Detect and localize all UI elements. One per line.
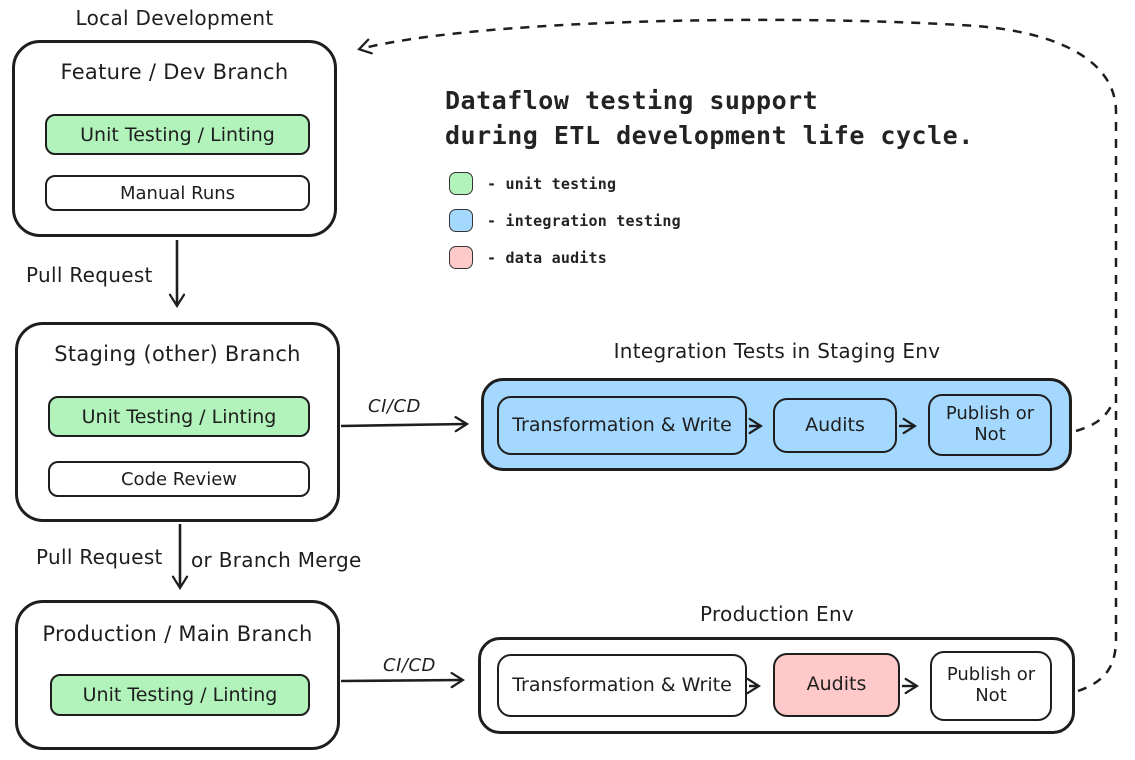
legend-label: - data audits xyxy=(487,248,607,267)
cicd-arrow-2 xyxy=(340,680,462,681)
unit-testing-step: Unit Testing / Linting xyxy=(48,396,310,437)
publish-or-not-line2: Not xyxy=(975,685,1007,706)
legend-label: - unit testing xyxy=(487,174,617,193)
pull-request-label-1: Pull Request xyxy=(26,263,153,287)
publish-or-not-line1: Publish or xyxy=(946,664,1036,686)
cicd-label-1: CI/CD xyxy=(368,396,421,417)
publish-or-not-line1: Publish or xyxy=(945,403,1035,425)
manual-runs-step: Manual Runs xyxy=(45,175,310,211)
transformation-write-step: Transformation & Write xyxy=(497,396,747,455)
publish-or-not-line2: Not xyxy=(974,424,1006,445)
legend-item-data-audits: - data audits xyxy=(449,246,607,269)
data-audits-swatch xyxy=(449,246,473,269)
cicd-label-2: CI/CD xyxy=(383,655,436,676)
pull-request-label-2: Pull Request xyxy=(36,545,163,569)
staging-branch-title: Staging (other) Branch xyxy=(54,342,301,366)
legend-item-integration-testing: - integration testing xyxy=(449,209,681,232)
legend-label: - integration testing xyxy=(487,211,681,230)
unit-testing-swatch xyxy=(449,172,473,195)
publish-or-not-step: Publish or Not xyxy=(930,651,1052,721)
staging-feedback-connector xyxy=(1075,399,1116,433)
cicd-arrow-1 xyxy=(340,424,466,426)
unit-testing-step: Unit Testing / Linting xyxy=(50,674,310,716)
staging-env-caption: Integration Tests in Staging Env xyxy=(613,339,941,363)
production-branch-title: Production / Main Branch xyxy=(42,622,313,646)
audits-step: Audits xyxy=(773,653,900,717)
production-env-caption: Production Env xyxy=(699,602,855,626)
unit-testing-step: Unit Testing / Linting xyxy=(45,114,310,155)
transformation-write-step: Transformation & Write xyxy=(497,654,747,717)
audits-step: Audits xyxy=(773,398,897,453)
legend-item-unit-testing: - unit testing xyxy=(449,172,616,195)
diagram-title-line2: during ETL development life cycle. xyxy=(445,121,974,150)
code-review-step: Code Review xyxy=(48,461,310,497)
feature-dev-branch-title: Feature / Dev Branch xyxy=(60,60,289,84)
branch-merge-label: or Branch Merge xyxy=(191,548,362,572)
diagram-title-line1: Dataflow testing support xyxy=(445,86,819,115)
integration-testing-swatch xyxy=(449,209,473,232)
local-development-caption: Local Development xyxy=(75,6,274,30)
publish-or-not-step: Publish or Not xyxy=(928,394,1052,456)
